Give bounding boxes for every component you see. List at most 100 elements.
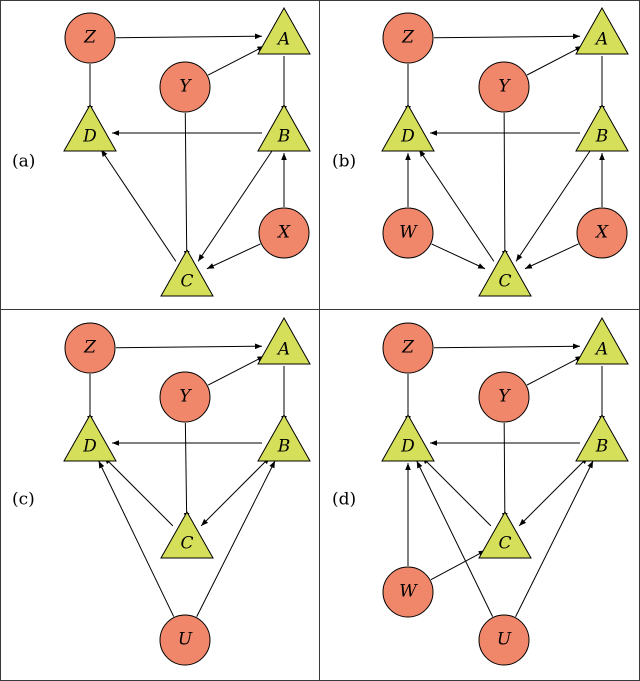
node-z: Z: [64, 12, 116, 64]
node-label: W: [399, 223, 418, 243]
node-d: D: [63, 413, 117, 462]
circle-node-shape: [382, 12, 434, 64]
node-label: X: [276, 223, 291, 243]
node-d: D: [381, 103, 435, 152]
edge-w-c: [431, 243, 486, 270]
panel-label: (b): [332, 152, 356, 172]
node-label: Z: [83, 28, 97, 48]
edges: [87, 33, 287, 270]
panel-label: (d): [332, 490, 356, 510]
node-b: B: [575, 103, 629, 152]
node-label: Z: [401, 28, 415, 48]
edge-c-d: [418, 149, 495, 262]
node-a: A: [575, 6, 629, 55]
edge-u-b: [196, 460, 276, 617]
nodes: Z A Y D B C U: [63, 316, 311, 666]
node-a: A: [257, 6, 311, 55]
circle-node-shape: [64, 322, 116, 374]
edge-y-c: [183, 112, 190, 259]
panel-frame: [0, 309, 320, 681]
triangle-node-shape: [478, 510, 532, 559]
node-label: D: [82, 127, 97, 147]
circle-node-shape: [159, 61, 211, 113]
node-label: Z: [401, 338, 415, 358]
edge-b-c: [518, 456, 589, 527]
node-label: W: [399, 582, 418, 602]
edge-x-c: [206, 243, 261, 270]
node-label: B: [595, 437, 609, 457]
node-a: A: [257, 316, 311, 365]
panel-frame: [319, 309, 640, 681]
node-label: U: [497, 630, 512, 650]
triangle-node-shape: [160, 248, 214, 297]
node-label: Y: [498, 387, 511, 407]
node-b: B: [575, 413, 629, 462]
node-d: D: [381, 413, 435, 462]
node-c: C: [478, 248, 532, 297]
node-y: Y: [159, 371, 211, 423]
triangle-node-shape: [257, 6, 311, 55]
node-x: X: [258, 207, 310, 259]
triangle-node-shape: [478, 248, 532, 297]
triangle-node-shape: [575, 413, 629, 462]
circle-node-shape: [159, 371, 211, 423]
triangle-node-shape: [575, 6, 629, 55]
edge-y-c: [502, 112, 508, 259]
edge-y-a: [207, 45, 265, 76]
node-z: Z: [382, 322, 434, 374]
edges: [405, 343, 605, 617]
circle-node-shape: [576, 207, 628, 259]
nodes: Z A Y D B X C: [63, 6, 311, 297]
node-label: D: [82, 437, 97, 457]
triangle-node-shape: [575, 103, 629, 152]
node-label: D: [400, 437, 415, 457]
nodes: Z A Y D B W X C: [381, 6, 629, 297]
edge-c-d: [103, 456, 174, 527]
node-c: C: [160, 248, 214, 297]
panel-d: (d) Z A Y D B C W U: [319, 309, 640, 681]
node-d: D: [63, 103, 117, 152]
edge-z-a: [433, 343, 581, 350]
node-a: A: [575, 316, 629, 365]
node-x: X: [576, 207, 628, 259]
edge-y-a: [526, 45, 583, 76]
edge-z-a: [115, 343, 263, 350]
triangle-node-shape: [257, 413, 311, 462]
edge-y-a: [207, 355, 265, 386]
circle-node-shape: [478, 371, 530, 423]
edge-y-a: [526, 355, 583, 386]
node-label: A: [276, 340, 290, 360]
panel-label: (a): [12, 152, 35, 172]
edge-u-d: [98, 460, 175, 617]
node-label: A: [594, 340, 608, 360]
node-label: Y: [498, 77, 511, 97]
node-z: Z: [64, 322, 116, 374]
node-u: U: [159, 614, 211, 666]
edge-c-d: [421, 456, 492, 527]
edge-y-c: [183, 422, 190, 521]
node-label: A: [276, 30, 290, 50]
circle-node-shape: [159, 614, 211, 666]
triangle-node-shape: [381, 103, 435, 152]
node-label: A: [594, 30, 608, 50]
edge-b-c: [515, 149, 592, 262]
node-y: Y: [478, 61, 530, 113]
edge-x-c: [524, 243, 579, 270]
circle-node-shape: [382, 207, 434, 259]
triangle-node-shape: [160, 510, 214, 559]
node-c: C: [160, 510, 214, 559]
node-y: Y: [159, 61, 211, 113]
triangle-node-shape: [257, 316, 311, 365]
triangle-node-shape: [575, 316, 629, 365]
circle-node-shape: [478, 61, 530, 113]
node-label: B: [277, 127, 291, 147]
node-label: C: [498, 534, 511, 554]
node-label: Y: [179, 77, 192, 97]
node-label: X: [594, 223, 609, 243]
edges: [405, 33, 605, 270]
circle-node-shape: [64, 12, 116, 64]
node-b: B: [257, 413, 311, 462]
node-label: C: [180, 534, 193, 554]
circle-node-shape: [478, 614, 530, 666]
panel-b: (b) Z A Y D B W X C: [319, 0, 640, 310]
